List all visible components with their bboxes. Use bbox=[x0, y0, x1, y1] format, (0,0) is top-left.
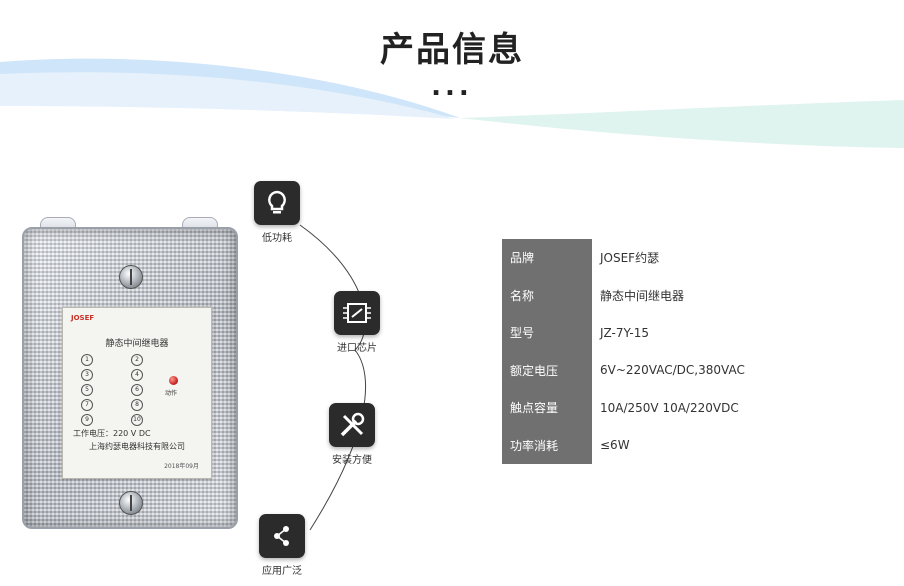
plate-voltage: 工作电压：220 V DC bbox=[73, 429, 151, 438]
spec-row-name: 名称 静态中间继电器 bbox=[502, 276, 832, 314]
brand-mark: JOSEF bbox=[71, 314, 95, 322]
spec-value: ≤6W bbox=[600, 438, 630, 453]
terminal-1: 1 bbox=[81, 354, 93, 366]
feature-easy-install: 安装方便 bbox=[312, 403, 392, 466]
spec-row-power-consumption: 功率消耗 ≤6W bbox=[502, 426, 832, 464]
spec-key: 品牌 bbox=[502, 239, 592, 277]
lightbulb-icon bbox=[254, 181, 300, 225]
terminal-8: 8 bbox=[131, 399, 143, 411]
terminal-4: 4 bbox=[131, 369, 143, 381]
spec-value: 10A/250V 10A/220VDC bbox=[600, 400, 739, 415]
feature-arc-line bbox=[299, 224, 367, 531]
feature-wide-application: 应用广泛 bbox=[242, 514, 322, 577]
spec-key: 触点容量 bbox=[502, 389, 592, 427]
spec-row-contact-capacity: 触点容量 10A/250V 10A/220VDC bbox=[502, 389, 832, 427]
feature-label: 应用广泛 bbox=[262, 566, 302, 577]
title-dots: ... bbox=[431, 72, 473, 102]
spec-key: 功率消耗 bbox=[502, 426, 592, 464]
feature-label: 低功耗 bbox=[262, 233, 292, 244]
spec-row-brand: 品牌 JOSEF约瑟 bbox=[502, 239, 832, 277]
spec-table: 品牌 JOSEF约瑟 名称 静态中间继电器 型号 JZ-7Y-15 额定电压 6… bbox=[502, 239, 832, 464]
terminal-2: 2 bbox=[131, 354, 143, 366]
spec-key: 额定电压 bbox=[502, 351, 592, 389]
screw-icon bbox=[119, 265, 143, 289]
terminal-5: 5 bbox=[81, 384, 93, 396]
header-swoosh bbox=[0, 58, 904, 148]
name-plate: JOSEF 静态中间继电器 1 2 3 4 5 6 7 8 9 10 动作 工作… bbox=[62, 307, 212, 479]
terminal-6: 6 bbox=[131, 384, 143, 396]
terminal-7: 7 bbox=[81, 399, 93, 411]
feature-label: 进口芯片 bbox=[337, 343, 377, 354]
spec-row-rated-voltage: 额定电压 6V~220VAC/DC,380VAC bbox=[502, 351, 832, 389]
page-title: 产品信息 bbox=[380, 30, 524, 70]
spec-value: 6V~220VAC/DC,380VAC bbox=[600, 363, 745, 378]
feature-imported-chip: 进口芯片 bbox=[317, 291, 397, 354]
chip-icon bbox=[334, 291, 380, 335]
plate-maker: 上海约瑟电器科技有限公司 bbox=[89, 442, 185, 451]
terminal-9: 9 bbox=[81, 414, 93, 426]
spec-key: 型号 bbox=[502, 314, 592, 352]
share-icon bbox=[259, 514, 305, 558]
relay-case: JOSEF 静态中间继电器 1 2 3 4 5 6 7 8 9 10 动作 工作… bbox=[22, 227, 238, 529]
product-image: JOSEF 静态中间继电器 1 2 3 4 5 6 7 8 9 10 动作 工作… bbox=[18, 215, 238, 530]
feature-label: 安装方便 bbox=[332, 455, 372, 466]
tools-icon bbox=[329, 403, 375, 447]
spec-row-model: 型号 JZ-7Y-15 bbox=[502, 314, 832, 352]
feature-low-power: 低功耗 bbox=[237, 181, 317, 244]
plate-product-name: 静态中间继电器 bbox=[105, 339, 169, 349]
spec-value: 静态中间继电器 bbox=[600, 288, 685, 303]
plate-date: 2018年09月 bbox=[164, 463, 199, 470]
screw-icon bbox=[119, 491, 143, 515]
terminal-10: 10 bbox=[131, 414, 143, 426]
status-led bbox=[169, 376, 178, 385]
terminal-3: 3 bbox=[81, 369, 93, 381]
spec-key: 名称 bbox=[502, 276, 592, 314]
led-label: 动作 bbox=[165, 390, 178, 397]
spec-value: JOSEF约瑟 bbox=[600, 251, 660, 266]
spec-value: JZ-7Y-15 bbox=[600, 325, 650, 340]
